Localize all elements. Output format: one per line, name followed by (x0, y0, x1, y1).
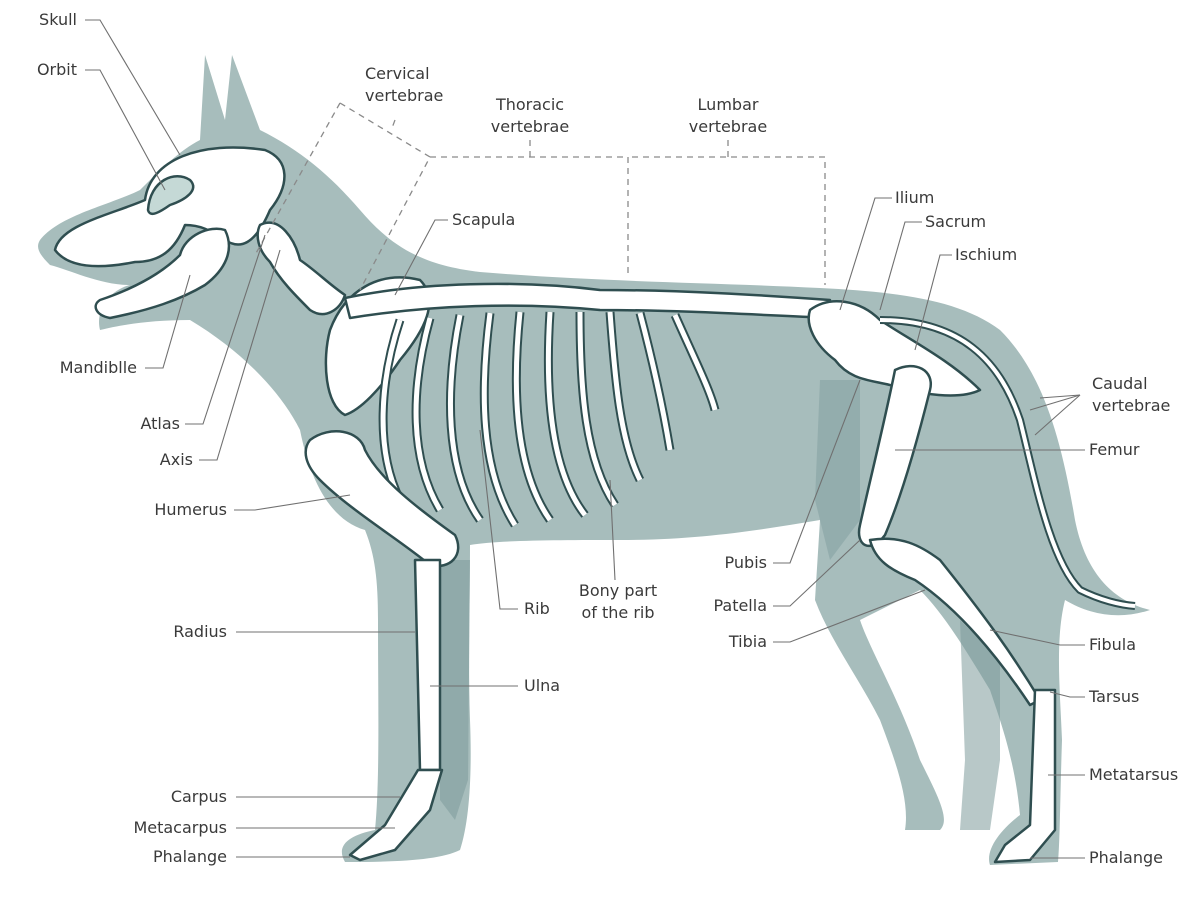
label-radius: Radius (173, 622, 227, 641)
leader-lines (85, 19, 1085, 859)
label-fibula: Fibula (1089, 635, 1137, 654)
label-mandible: Mandiblle (59, 358, 137, 377)
label-carpus: Carpus (170, 787, 227, 806)
vertebrae-brackets (254, 102, 826, 291)
label-rib: Rib (524, 599, 550, 618)
mandible-bone (94, 227, 231, 320)
label-caudal-line-1: Caudal (1092, 374, 1148, 393)
label-metatarsus: Metatarsus (1089, 765, 1179, 784)
label-lumbar-vertebrae: Lumbar vertebrae (678, 94, 778, 138)
pelvis-bones (807, 300, 982, 397)
label-bony-part-line-1: Bony part (578, 581, 658, 600)
label-patella: Patella (713, 596, 767, 615)
humerus-bone (304, 430, 460, 568)
label-phalange-front: Phalange (153, 847, 227, 866)
label-cervical-line-1: Cervical (365, 64, 430, 83)
label-orbit: Orbit (36, 60, 77, 79)
label-ischium: Ischium (955, 245, 1018, 264)
label-ulna: Ulna (524, 676, 561, 695)
femur-bone (857, 364, 933, 548)
label-bony-part-line-2: of the rib (581, 603, 655, 622)
label-atlas: Atlas (140, 414, 180, 433)
label-bony-part-of-rib: Bony part of the rib (568, 580, 668, 624)
label-femur: Femur (1089, 440, 1140, 459)
label-pubis: Pubis (724, 553, 767, 572)
label-scapula: Scapula (452, 210, 516, 229)
label-lumbar-line-2: vertebrae (688, 117, 768, 136)
label-skull: Skull (39, 10, 77, 29)
label-lumbar-line-1: Lumbar (697, 95, 759, 114)
label-caudal-line-2: vertebrae (1092, 396, 1171, 415)
cervical-vertebrae-bones (256, 221, 347, 316)
radius-ulna-bones (413, 558, 442, 772)
label-axis: Axis (159, 450, 193, 469)
label-tibia: Tibia (728, 632, 767, 651)
label-ilium: Ilium (895, 188, 935, 207)
label-cervical-vertebrae: Cervical vertebrae (365, 63, 443, 107)
label-humerus: Humerus (154, 500, 227, 519)
skeleton (53, 146, 1136, 864)
hind-foot-bones (993, 688, 1057, 864)
label-thoracic-vertebrae: Thoracic vertebrae (480, 94, 580, 138)
label-caudal-vertebrae: Caudal vertebrae (1092, 373, 1170, 417)
label-sacrum: Sacrum (925, 212, 987, 231)
label-phalange-hind: Phalange (1089, 848, 1163, 867)
label-tarsus: Tarsus (1089, 687, 1140, 706)
label-thoracic-line-2: vertebrae (490, 117, 570, 136)
label-thoracic-line-1: Thoracic (495, 95, 565, 114)
label-metacarpus: Metacarpus (133, 818, 227, 837)
front-paw-bones (348, 768, 444, 862)
label-cervical-line-2: vertebrae (365, 86, 444, 105)
orbit-bone (146, 175, 195, 216)
rib-cage-inner (380, 311, 718, 527)
